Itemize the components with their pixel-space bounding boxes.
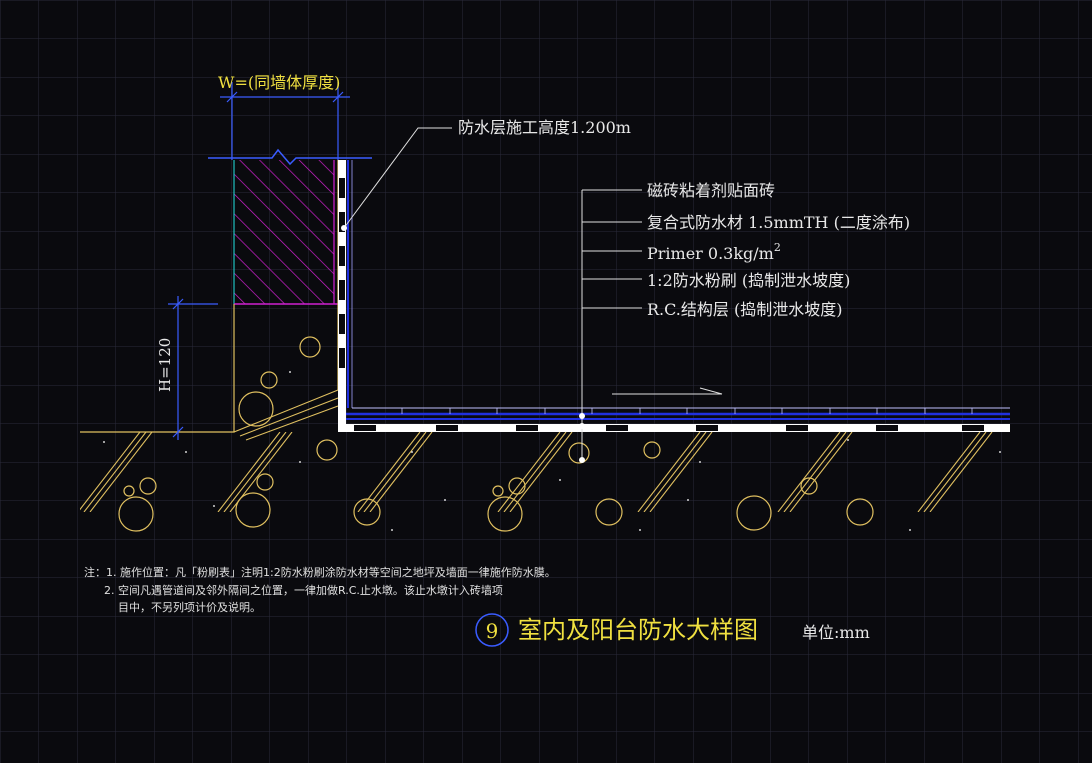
soil-hatch-line: [923, 432, 987, 512]
note-line-2: 2. 空间凡遇管道间及邻外隔间之位置，一律加做R.C.止水墩。该止水墩计入砖墙项: [104, 583, 503, 597]
soil-hatch-line: [217, 432, 281, 512]
soil-hatch-line: [223, 432, 287, 512]
soil-hatch-line: [643, 432, 707, 512]
title-number-circle: [475, 613, 509, 647]
layer-label-plaster: 1:2防水粉刷 (捣制泄水坡度): [647, 271, 850, 290]
layer-label-primer: Primer 0.3kg/m2: [647, 241, 781, 263]
width-dimension: [220, 82, 350, 160]
slope-arrow: [612, 387, 723, 395]
soil-hatch-line: [649, 432, 713, 512]
title-number: 9: [486, 619, 499, 643]
soil-hatch-line: [83, 432, 147, 512]
wall-height-leader: [343, 127, 452, 229]
wall-break-line: [208, 148, 372, 166]
soil-hatch-line: [783, 432, 847, 512]
wall-height-callout: 防水层施工高度1.200m: [458, 118, 631, 137]
layer-label-structure: R.C.结构层 (捣制泄水坡度): [647, 300, 842, 319]
wall-height-leader-dot: [341, 225, 347, 231]
soil-hatch-line: [777, 432, 841, 512]
primer-superscript: 2: [774, 241, 781, 254]
note-line-3: 目中，不另列项计价及说明。: [118, 600, 261, 614]
soil-hatch-line: [80, 432, 141, 511]
height-label: H=120: [156, 338, 174, 392]
soil-hatch-line: [637, 432, 701, 512]
layer-label-tile: 磁砖粘着剂贴面砖: [647, 181, 775, 200]
soil-hatch-line: [369, 432, 433, 512]
floor-layers: [338, 407, 1010, 432]
soil-hatch-line: [89, 432, 153, 512]
height-dimension: [168, 296, 218, 440]
title-unit: 单位:mm: [802, 623, 870, 642]
soil-hatch-line: [497, 432, 561, 512]
soil-hatch-line: [929, 432, 993, 512]
soil-hatch-line: [917, 432, 981, 512]
soil-speckles: [103, 371, 1001, 531]
soil-hatch-line: [503, 432, 567, 512]
layer-label-membrane: 复合式防水材 1.5mmTH (二度涂布): [647, 213, 910, 232]
soil-hatch-line: [509, 432, 573, 512]
ground-soil: [80, 432, 993, 512]
title-text: 室内及阳台防水大样图: [518, 616, 758, 644]
aggregate-stones: [118, 336, 874, 532]
note-line-1: 注：1. 施作位置：凡「粉刷表」注明1:2防水粉刷涂防水材等空间之地坪及墙面一律…: [84, 565, 556, 579]
soil-hatch-line: [789, 432, 853, 512]
width-label: W=(同墙体厚度): [218, 73, 340, 92]
layers-leader-dots: [579, 413, 585, 463]
brick-wall: [233, 160, 338, 305]
wall-waterproof-layer: [338, 160, 353, 430]
soil-hatch-line: [363, 432, 427, 512]
